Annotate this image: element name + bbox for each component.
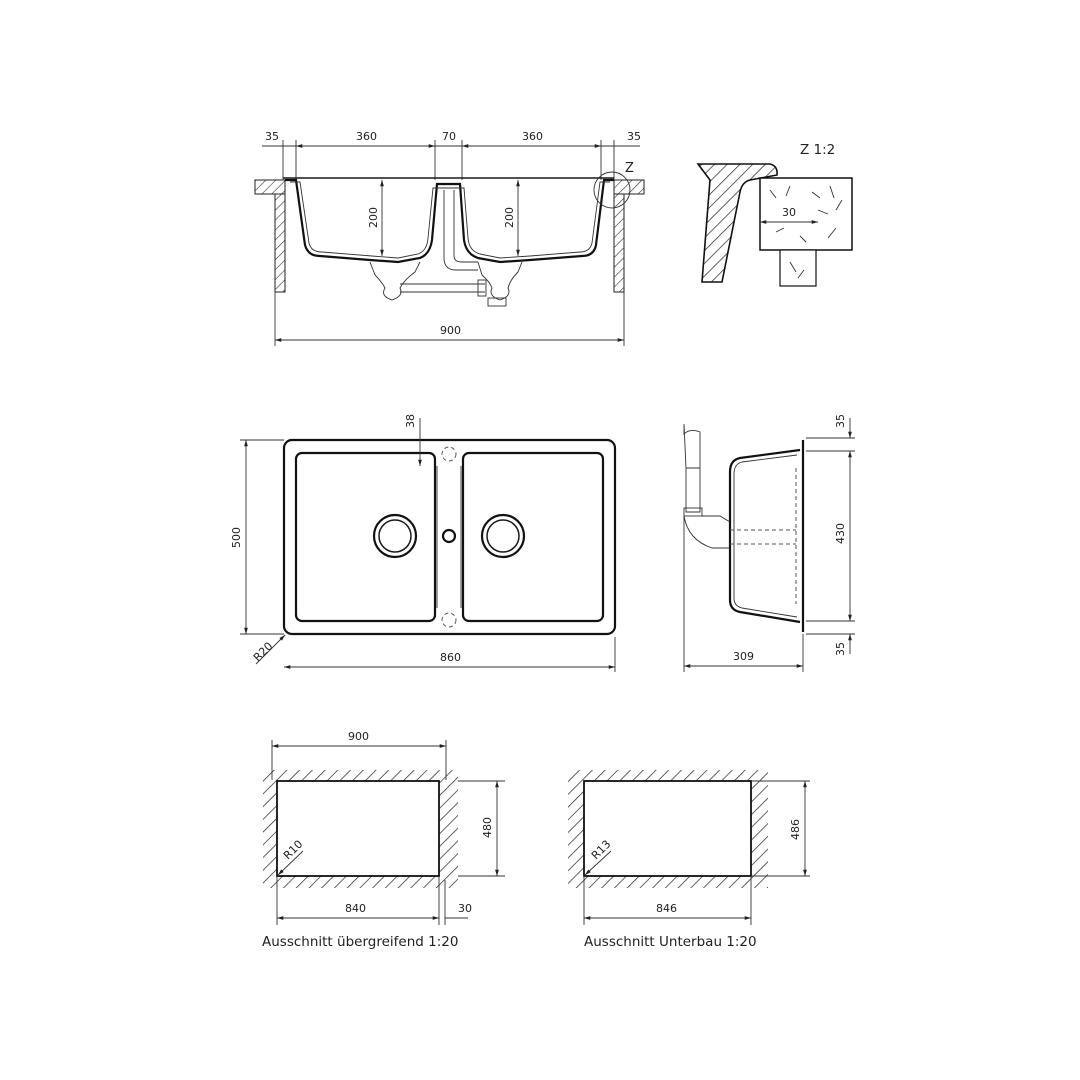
dim-overlap: 30 [782, 206, 796, 219]
dim-tap-offset: 38 [404, 414, 417, 428]
dim-side-rim-top: 35 [834, 414, 847, 428]
dim-undermount-height: 486 [789, 819, 802, 840]
dim-overall-width: 900 [440, 324, 461, 337]
cutout-overmount: 900 480 R10 840 30 Ausschnitt übergreife… [262, 730, 505, 950]
detail-z-title: Z 1:2 [800, 142, 835, 158]
dim-cutout-inner-width: 840 [345, 902, 366, 915]
dim-depth-left: 200 [367, 207, 380, 228]
dim-cutout-side-offset: 30 [458, 902, 472, 915]
dim-bowl-right: 360 [522, 130, 543, 143]
overflow-hole [441, 528, 457, 544]
dim-depth-right: 200 [503, 207, 516, 228]
dim-side-depth: 309 [733, 650, 754, 663]
dim-bowl-left: 360 [356, 130, 377, 143]
dim-side-length: 430 [834, 523, 847, 544]
dim-rim-right: 35 [627, 130, 641, 143]
dim-rim-left: 35 [265, 130, 279, 143]
dim-divider: 70 [442, 130, 456, 143]
detail-marker-z: Z [625, 161, 634, 176]
waste-outlet-left [372, 513, 418, 559]
plan-view: 38 500 R20 860 [230, 414, 617, 672]
dim-undermount-width: 846 [656, 902, 677, 915]
cutout-undermount: 486 R13 846 Ausschnitt Unterbau 1:20 [568, 770, 810, 950]
dim-cutout-outer-width: 900 [348, 730, 369, 743]
detail-z-view: Z 1:2 30 [696, 142, 853, 287]
caption-overmount: Ausschnitt übergreifend 1:20 [262, 934, 458, 950]
front-section-view: 35 360 70 360 35 200 200 Z [254, 130, 645, 346]
dim-corner-radius: R20 [251, 640, 275, 664]
dim-plan-height: 500 [230, 527, 243, 548]
dim-plan-width: 860 [440, 651, 461, 664]
waste-outlet-right [480, 513, 526, 559]
side-view: 35 430 35 309 [683, 414, 855, 672]
caption-undermount: Ausschnitt Unterbau 1:20 [584, 934, 757, 950]
dim-side-rim-bottom: 35 [834, 642, 847, 656]
dim-cutout-height: 480 [481, 817, 494, 838]
